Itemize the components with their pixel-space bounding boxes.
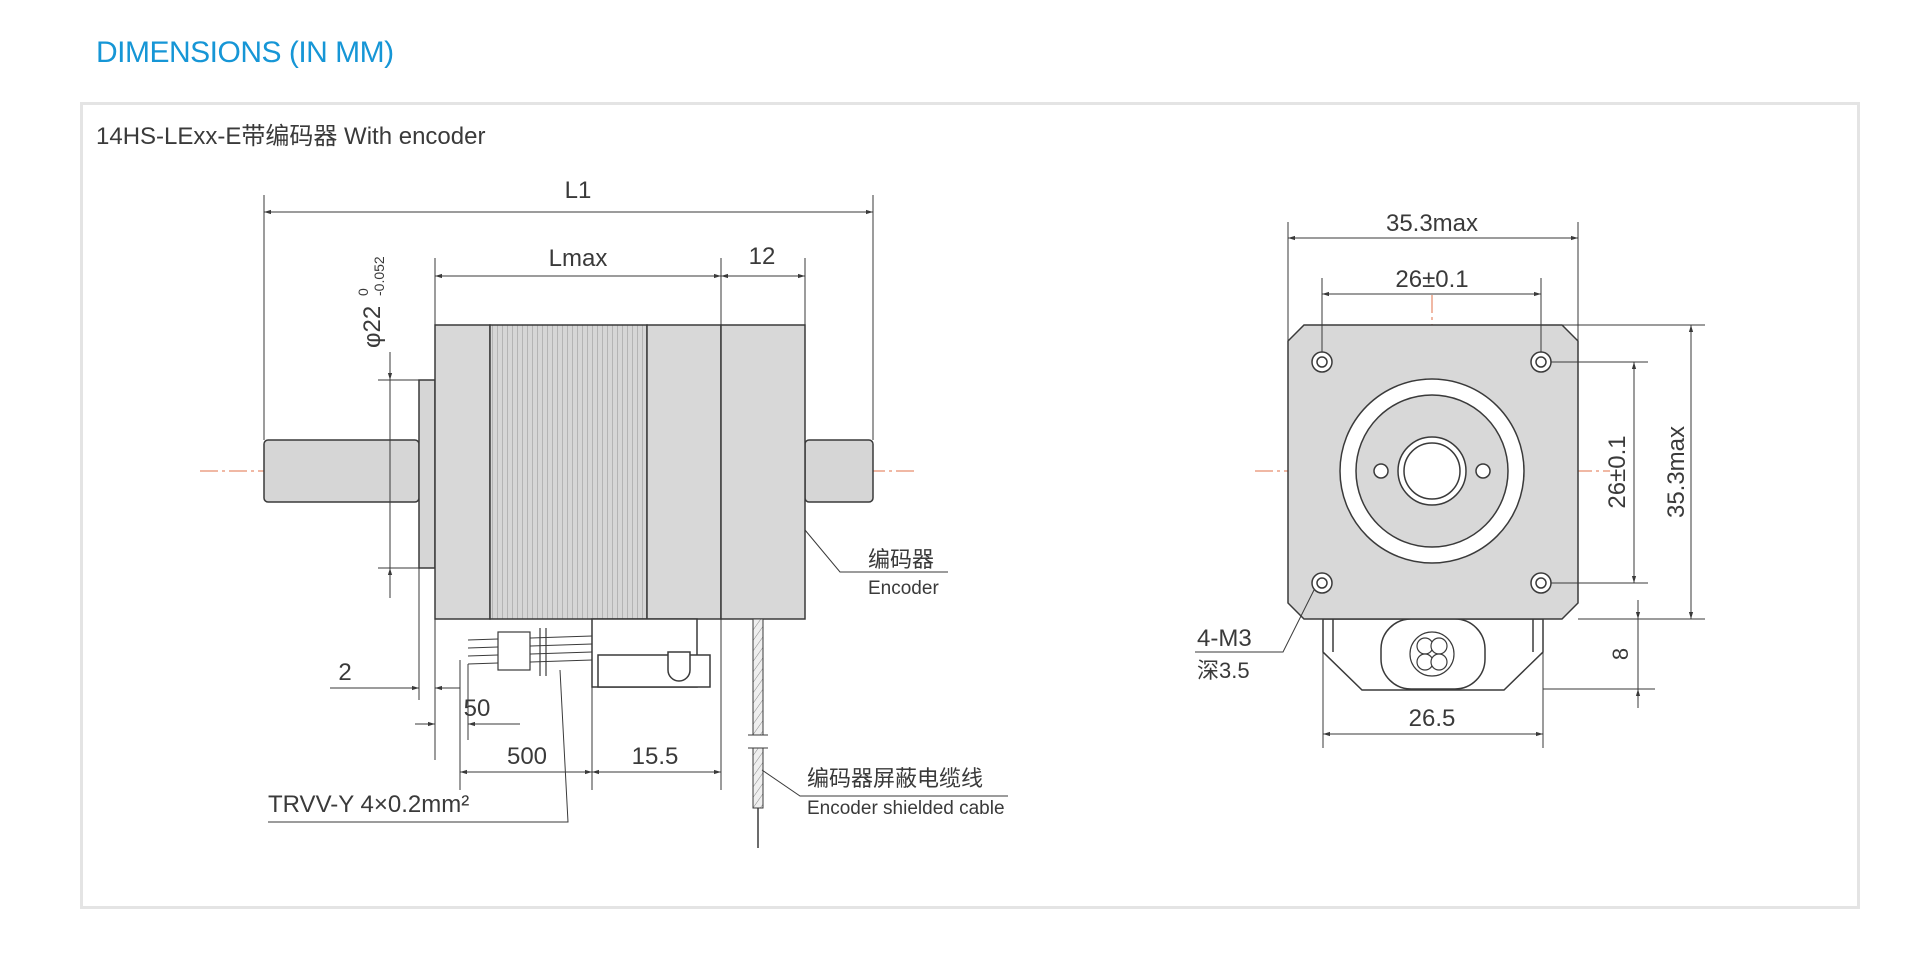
label-l1: L1: [565, 177, 592, 204]
shielded-cable-upper: [752, 618, 764, 736]
dim-8: [1543, 600, 1655, 708]
boss-hole-right: [1475, 463, 1491, 479]
holes-leader: [1195, 589, 1315, 653]
label-cable-cn: 编码器屏蔽电缆线: [807, 766, 983, 791]
dim-boss-diameter: [378, 352, 419, 598]
dim-hole-spacing-v: [1551, 361, 1648, 584]
label-8: 8: [1608, 648, 1633, 660]
cable-leader: [761, 769, 1008, 797]
boss-diameter-text: φ22: [359, 306, 386, 348]
page-heading: DIMENSIONS (IN MM): [96, 36, 394, 69]
label-encoder-cn: 编码器: [868, 547, 934, 572]
lead-wires: [467, 628, 593, 676]
connector-pins: [1409, 631, 1455, 677]
dim-hole-spacing-h: [1321, 278, 1542, 352]
label-cable-en: Encoder shielded cable: [807, 798, 1005, 819]
front-boss: [418, 379, 436, 569]
dim-26-5: [1322, 652, 1544, 748]
dim-width: [1287, 222, 1579, 341]
label-500: 500: [507, 743, 547, 770]
shaft-inner: [1403, 442, 1461, 500]
label-height: 35.3max: [1663, 426, 1690, 518]
label-hole-spacing-h: 26±0.1: [1395, 266, 1468, 293]
dim-l1: [263, 195, 874, 440]
label-15-5: 15.5: [632, 743, 679, 770]
rear-cap: [646, 324, 722, 620]
label-boss-diameter: φ22 0 -0.052: [355, 256, 387, 348]
wire-spec-leader: [268, 669, 569, 823]
side-view: [200, 195, 1008, 848]
dim-2: [330, 568, 460, 760]
end-view: [1195, 222, 1705, 748]
label-26-5: 26.5: [1409, 705, 1456, 732]
label-width: 35.3max: [1386, 210, 1478, 237]
connector-latch: [667, 651, 691, 682]
label-2: 2: [338, 659, 351, 686]
shielded-cable-lower: [752, 747, 764, 809]
dim-50: [415, 664, 520, 740]
dim-500-15-5: [459, 619, 722, 790]
label-12: 12: [749, 243, 776, 270]
boss-tol-lower: -0.052: [371, 256, 387, 296]
label-holes: 4-M3: [1197, 625, 1252, 652]
label-lmax: Lmax: [549, 245, 608, 272]
label-hole-spacing-v: 26±0.1: [1604, 435, 1631, 508]
label-wire-spec: TRVV-Y 4×0.2mm²: [268, 791, 469, 818]
boss-tol-upper: 0: [355, 288, 371, 296]
label-holes-depth: 深3.5: [1197, 658, 1250, 683]
stator-fins: [489, 324, 648, 620]
encoder-leader: [804, 529, 948, 573]
boss-hole-left: [1373, 463, 1389, 479]
label-50: 50: [464, 695, 491, 722]
dim-lmax: [434, 258, 806, 325]
drawing-subtitle: 14HS-LExx-E带编码器 With encoder: [96, 123, 485, 150]
front-cap: [434, 324, 491, 620]
label-encoder-en: Encoder: [868, 578, 939, 599]
front-shaft: [263, 439, 420, 503]
dim-height: [1562, 324, 1705, 620]
rear-shaft: [804, 439, 874, 503]
encoder-body: [720, 324, 806, 620]
connector-housing: [597, 654, 711, 688]
